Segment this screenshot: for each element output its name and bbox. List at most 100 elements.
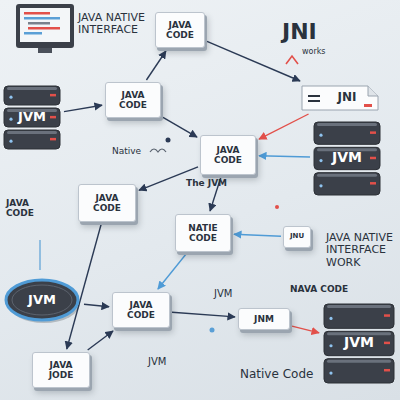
server-slab: [324, 359, 394, 383]
connector-arrow: [139, 167, 198, 190]
dash-mark: [308, 100, 320, 102]
free-label: JVM: [148, 356, 166, 367]
free-label: JVM: [214, 288, 232, 299]
wire-line: [39, 240, 40, 270]
status-led: [319, 184, 322, 187]
server-slab: [324, 304, 394, 328]
status-led: [329, 344, 332, 347]
disk-body: [6, 280, 78, 320]
node-text: NATIE CODE: [180, 223, 226, 243]
process-box: JAVA CODE: [105, 82, 161, 118]
node-text: JAVA JODE: [37, 360, 85, 380]
document-node: JNI: [300, 84, 380, 112]
node-text: JNM: [254, 314, 274, 324]
document-sheet: [302, 86, 378, 110]
server-slab: [4, 108, 60, 127]
red-accent: [50, 94, 56, 97]
connector-arrow: [210, 177, 221, 211]
connector-arrow: [259, 156, 310, 157]
node-text: JAVA CODE: [83, 193, 131, 213]
connector-arrow: [292, 326, 319, 333]
process-box: JAVA CODE: [112, 292, 170, 328]
slab-highlight: [317, 123, 377, 126]
connector-arrow: [158, 254, 186, 289]
status-led: [319, 134, 322, 137]
status-led: [319, 159, 322, 162]
slab-highlight: [7, 87, 57, 90]
connector-arrow: [234, 234, 281, 236]
node-text: JNI: [324, 91, 357, 104]
connector-arrow: [84, 304, 109, 307]
connector-arrow: [88, 331, 113, 350]
connector-arrow: [64, 105, 102, 111]
disk-outline: [2, 276, 82, 324]
server-outline: [312, 118, 382, 198]
red-accent: [370, 182, 376, 185]
slab-highlight: [327, 332, 391, 335]
process-box: JNU: [283, 226, 311, 248]
red-accent: [370, 131, 376, 134]
process-box: NATIE CODE: [175, 214, 231, 252]
red-accent: [384, 314, 390, 317]
server-outline: [2, 82, 62, 152]
node-text: JAVA CODE: [110, 90, 156, 110]
red-accent: [384, 369, 390, 372]
server-stack: JVM: [312, 118, 382, 198]
monitor-screen: [20, 8, 70, 42]
slab-highlight: [317, 148, 377, 151]
connector-arrow: [146, 51, 165, 80]
squiggle-mark: [150, 149, 166, 152]
server-slab: [4, 86, 60, 105]
disk-shadow: [8, 283, 80, 323]
process-box: JAVA CODE: [155, 12, 205, 48]
doc-outline: [300, 84, 380, 112]
red-accent: [50, 116, 56, 119]
disk-node: JVM: [2, 276, 82, 324]
dash-mark: [308, 95, 320, 97]
slab-highlight: [327, 360, 391, 363]
free-label: JAVA CODE: [6, 198, 46, 218]
slab-highlight: [317, 174, 377, 177]
status-led: [9, 118, 12, 121]
slab-highlight: [7, 109, 57, 112]
server-slab: [314, 173, 380, 195]
connector-arrow: [163, 117, 197, 137]
node-text: JVM: [332, 150, 362, 166]
code-line: [24, 17, 60, 20]
node-text: JNU: [290, 233, 304, 241]
monitor-frame: [16, 4, 74, 48]
decorative-marks: [40, 56, 298, 333]
free-label: The JVM: [186, 178, 227, 188]
status-led: [9, 96, 12, 99]
node-text: JAVA CODE: [160, 20, 200, 40]
status-led: [329, 371, 332, 374]
connector-arrow: [67, 224, 101, 349]
server-stack: JVM: [322, 300, 396, 386]
code-line: [24, 32, 42, 35]
server-slab: [314, 147, 380, 169]
server-slab: [324, 331, 394, 355]
monitor-stand: [38, 48, 52, 53]
code-line: [28, 27, 60, 30]
server-stack: JVM: [2, 82, 62, 152]
red-accent: [370, 157, 376, 160]
status-led: [329, 317, 332, 320]
connector-arrow: [172, 312, 235, 317]
free-label: Native Code: [240, 368, 313, 381]
server-slab: [314, 122, 380, 144]
process-box: JAVA JODE: [32, 352, 90, 388]
red-accent: [50, 138, 56, 141]
node-text: JVM: [344, 335, 374, 351]
connector-arrow: [259, 114, 309, 139]
connector-group: [64, 41, 319, 350]
node-text: JAVA CODE: [117, 300, 165, 320]
process-box: JAVA CODE: [200, 135, 256, 175]
server-slab: [4, 130, 60, 149]
process-box: JAVA CODE: [78, 184, 136, 222]
code-line: [24, 12, 50, 15]
red-accent: [364, 104, 372, 107]
status-led: [9, 140, 12, 143]
slab-highlight: [7, 131, 57, 134]
